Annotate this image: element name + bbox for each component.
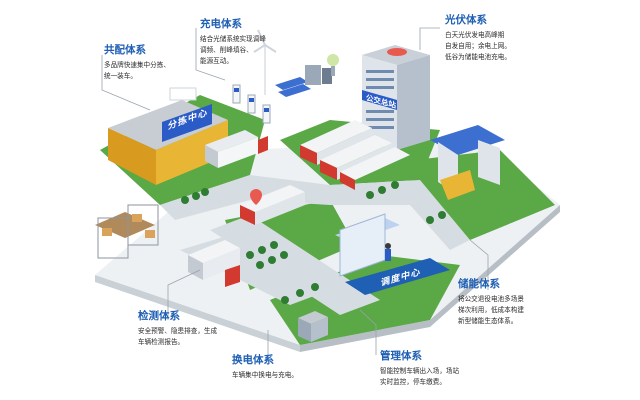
- swap-system-line: 车辆集中换电与充电。: [232, 371, 298, 379]
- bus-hq-building: [362, 45, 430, 150]
- storage-system-line: 将公交退役电池多场景: [458, 295, 524, 303]
- storage-system-line: 梯次利用，低成本构建: [458, 306, 524, 314]
- distribution-system-line: 多品牌快速集中分拣、: [104, 61, 170, 69]
- route-pin-icon: [250, 189, 262, 205]
- swap-system-callout: 换电体系 车辆集中换电与充电。: [232, 354, 298, 381]
- storage-system-callout: 储能体系 将公交退役电池多场景 梯次利用，低成本构建 新型储能生态体系。: [458, 278, 524, 327]
- charging-system-callout: 充电体系 结合光储系统实现调峰 调频、削峰填谷、 能源互动。: [200, 18, 266, 67]
- inspection-system-title: 检测体系: [138, 310, 180, 322]
- callout-leaders: [101, 27, 489, 360]
- charging-system-line: 结合光储系统实现调峰: [200, 35, 266, 43]
- staff-figure: [385, 243, 391, 261]
- wind-turbine-icon: [253, 29, 277, 95]
- management-system-line: 智能控制车辆出入场，场站: [380, 367, 460, 375]
- server-cabinet: [298, 311, 328, 342]
- lightbulb-icon: [327, 54, 339, 76]
- swap-station: [430, 125, 505, 200]
- inspection-racks: [95, 204, 159, 259]
- cargo-truck: [205, 130, 268, 168]
- storage-system-title: 储能体系: [458, 278, 500, 290]
- distribution-system-title: 共配体系: [104, 44, 146, 56]
- photovoltaic-system-line: 自发自用；余电上网。: [445, 42, 511, 50]
- photovoltaic-system-callout: 光伏体系 白天光伏发电高峰期 自发自用；余电上网。 低谷为储能电池充电。: [445, 14, 511, 63]
- parked-buses: [300, 120, 410, 190]
- distribution-system-line: 统一装车。: [104, 72, 137, 80]
- management-system-callout: 管理体系 智能控制车辆出入场，场站 实时监控，停车缴费。: [380, 350, 459, 388]
- charging-system-line: 调频、削峰填谷、: [200, 46, 253, 54]
- inspection-system-line: 车辆检测报告。: [138, 338, 185, 346]
- management-system-title: 管理体系: [380, 350, 422, 362]
- management-system-line: 实时监控，停车缴费。: [380, 378, 446, 386]
- charging-system-line: 能源互动。: [200, 57, 233, 65]
- inspection-system-callout: 检测体系 安全预警、隐患排查，生成 车辆检测报告。: [138, 310, 217, 348]
- inspection-system-line: 安全预警、隐患排查，生成: [138, 327, 218, 335]
- photovoltaic-system-line: 白天光伏发电高峰期: [445, 31, 505, 39]
- storage-system-line: 新型储能生态体系。: [458, 317, 518, 325]
- trees: [181, 181, 446, 304]
- photovoltaic-system-line: 低谷为储能电池充电。: [445, 53, 511, 61]
- charging-system-title: 充电体系: [200, 18, 242, 30]
- photovoltaic-system-title: 光伏体系: [445, 14, 487, 26]
- battery-icon: [305, 65, 332, 85]
- dispatch-center-billboard: [335, 213, 450, 295]
- sorting-center-building: [108, 87, 228, 185]
- charging-pile-icon: [232, 84, 271, 124]
- moving-bus: [240, 185, 305, 225]
- solar-panel-icon: [275, 77, 311, 97]
- swap-system-title: 换电体系: [232, 354, 274, 366]
- distribution-system-callout: 共配体系 多品牌快速集中分拣、 统一装车。: [104, 44, 170, 82]
